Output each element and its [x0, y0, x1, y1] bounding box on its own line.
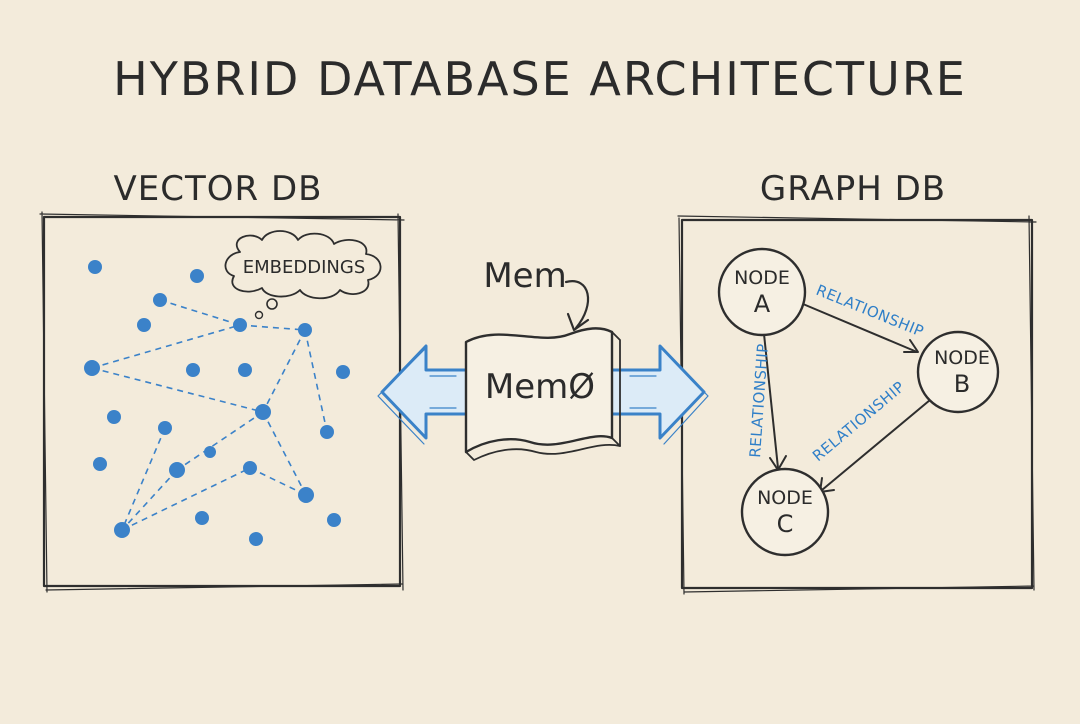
diagram-title: HYBRID DATABASE ARCHITECTURE [113, 52, 967, 106]
mem0-label: MemØ [485, 367, 595, 407]
node-b-word: NODE [934, 347, 990, 369]
embedding-point [327, 513, 341, 527]
mem0-box: MemØ [464, 327, 621, 461]
embedding-point [233, 318, 247, 332]
relationship-label-b-c: RELATIONSHIP [809, 378, 908, 465]
embedding-links [91, 299, 328, 531]
embedding-point [190, 269, 204, 283]
embedding-point [186, 363, 200, 377]
embeddings-cloud: EMBEDDINGS [224, 230, 382, 320]
embedding-point [88, 260, 102, 274]
embedding-point [249, 532, 263, 546]
node-a: NODE A [717, 247, 807, 337]
node-c-letter: C [777, 510, 794, 538]
edge-b-c [821, 399, 931, 491]
node-a-word: NODE [734, 267, 790, 289]
embedding-point [195, 511, 209, 525]
relationship-label-a-c: RELATIONSHIP [746, 343, 772, 459]
edge-a-c [763, 333, 779, 469]
embedding-point [204, 446, 216, 458]
embedding-point [114, 522, 130, 538]
node-b: NODE B [916, 330, 1000, 414]
node-b-letter: B [954, 370, 970, 398]
node-c-word: NODE [757, 487, 813, 509]
embedding-point [243, 461, 257, 475]
node-c: NODE C [740, 467, 830, 557]
embedding-point [320, 425, 334, 439]
embeddings-label: EMBEDDINGS [243, 257, 366, 278]
graph-db-label: GRAPH DB [760, 169, 946, 209]
embedding-point [93, 457, 107, 471]
embedding-point [153, 293, 167, 307]
embedding-point [298, 323, 312, 337]
node-a-letter: A [754, 290, 771, 318]
edge-a-b [802, 303, 918, 353]
embedding-point [238, 363, 252, 377]
caption-arrow [564, 280, 590, 332]
embedding-point [336, 365, 350, 379]
vector-db-label: VECTOR DB [114, 169, 323, 209]
embedding-point [84, 360, 100, 376]
embedding-point [158, 421, 172, 435]
embedding-point [107, 410, 121, 424]
mem-caption: Mem [483, 256, 566, 296]
embedding-points [84, 260, 350, 546]
embedding-point [169, 462, 185, 478]
embedding-point [298, 487, 314, 503]
embedding-point [137, 318, 151, 332]
embedding-point [255, 404, 271, 420]
